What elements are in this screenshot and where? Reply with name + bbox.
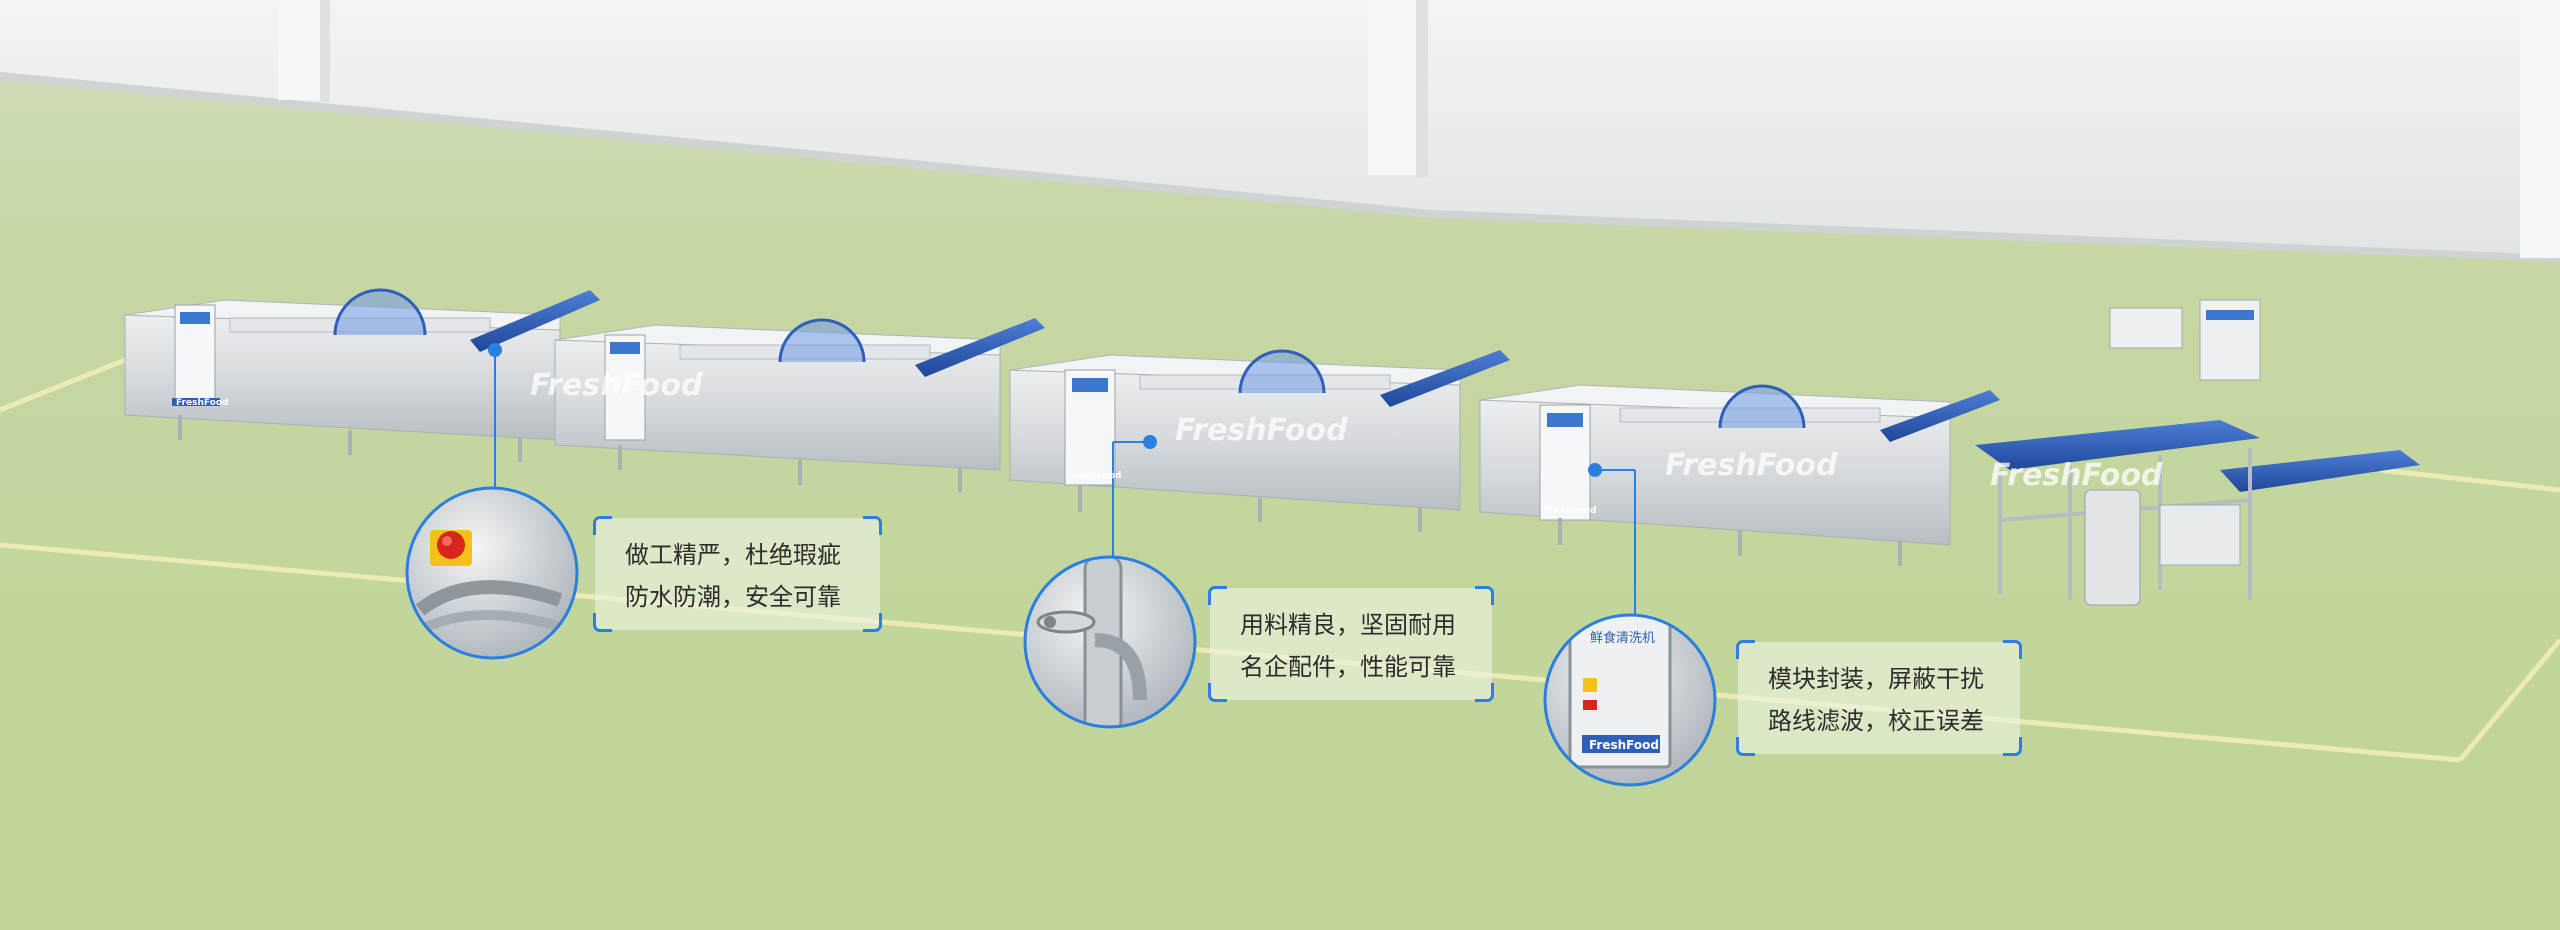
watermarks: FreshFood FreshFood FreshFood FreshFood xyxy=(530,368,2163,493)
washer-module-4 xyxy=(1479,384,2000,566)
callout-box-craftsmanship: 做工精严，杜绝瑕疵 防水防潮，安全可靠 xyxy=(593,516,882,632)
callout-line: 名企配件，性能可靠 xyxy=(1240,653,1456,681)
callout-line: 路线滤波，校正误差 xyxy=(1768,707,1984,735)
module-badges: FreshFood FreshFood FreshFood xyxy=(176,398,1596,516)
back-wall xyxy=(0,0,2560,262)
detail-circle-emergency-stop xyxy=(405,486,579,660)
callout-line: 模块封装，屏蔽干扰 xyxy=(1768,665,1984,693)
watermark-text: FreshFood xyxy=(1175,413,1348,448)
detail-circle-control-cabinet xyxy=(1543,613,1717,787)
callout-line: 做工精严，杜绝瑕疵 xyxy=(625,541,841,569)
detail-circle-valve xyxy=(1023,555,1197,729)
valve-icon xyxy=(1036,557,1147,727)
sorting-conveyor-station xyxy=(1975,299,2420,606)
badge-label: FreshFood xyxy=(176,398,228,408)
badge-label: FreshFood xyxy=(1069,471,1121,481)
callout-box-materials: 用料精良，坚固耐用 名企配件，性能可靠 xyxy=(1208,586,1494,702)
watermark-text: FreshFood xyxy=(1665,448,1838,483)
cabinet-plate-text: 鲜食清洗机 xyxy=(1590,630,1655,646)
cabinet-badge-text: FreshFood xyxy=(1589,738,1659,752)
callout-line: 用料精良，坚固耐用 xyxy=(1240,611,1456,639)
washer-module-1 xyxy=(124,288,600,462)
watermark-text: FreshFood xyxy=(1990,458,2163,493)
callout-box-electronics: 模块封装，屏蔽干扰 路线滤波，校正误差 xyxy=(1736,640,2022,756)
emergency-stop-icon xyxy=(430,530,472,566)
callout-line: 防水防潮，安全可靠 xyxy=(625,583,841,611)
washer-module-2 xyxy=(554,318,1045,492)
badge-label: FreshFood xyxy=(1544,506,1596,516)
callout-connectors xyxy=(488,343,1636,615)
washer-module-3 xyxy=(1009,349,1510,532)
control-cabinet-icon xyxy=(1568,615,1672,769)
watermark-text: FreshFood xyxy=(530,368,703,403)
